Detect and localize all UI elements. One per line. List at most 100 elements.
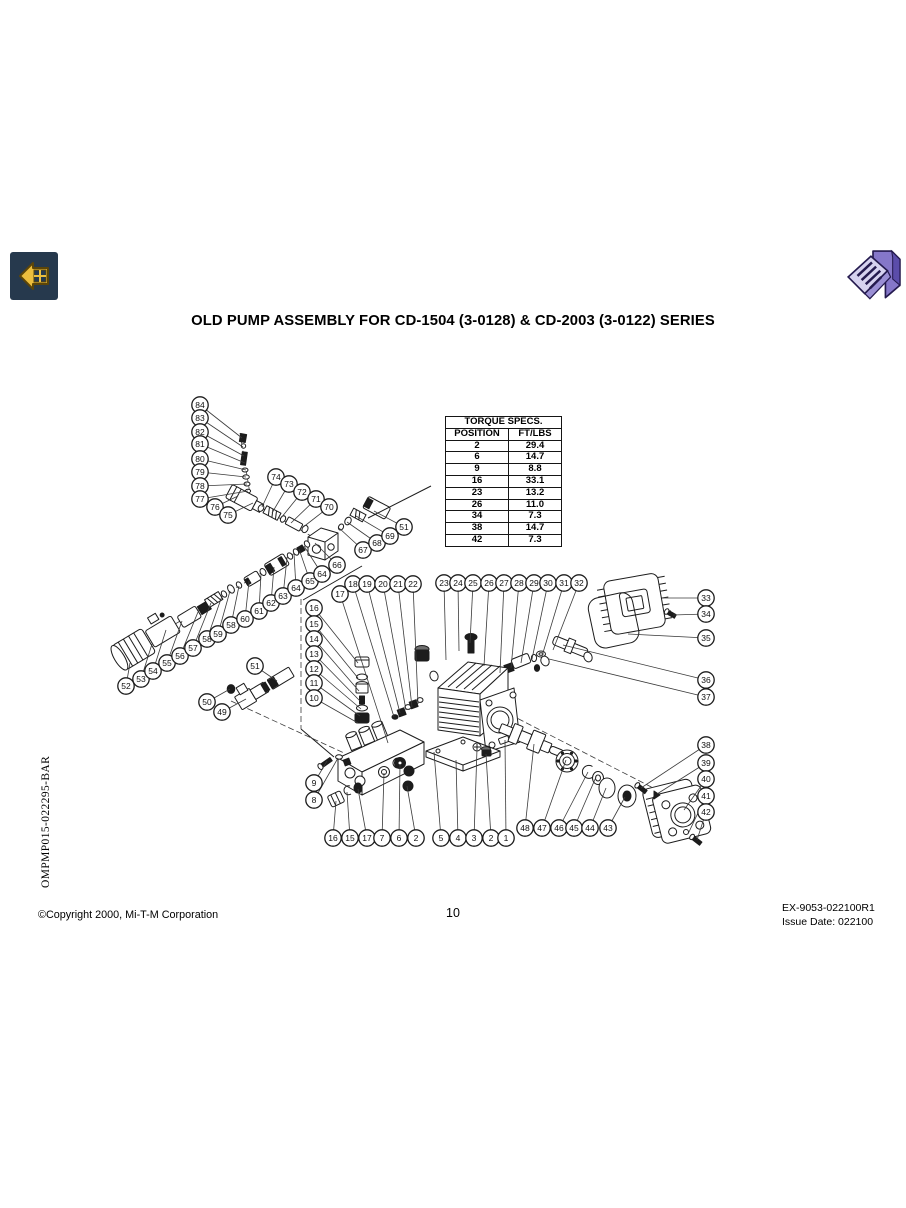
svg-text:48: 48: [520, 823, 530, 833]
callout-64: 64: [314, 566, 330, 582]
callout-38: 38: [698, 737, 714, 753]
svg-text:42: 42: [701, 807, 711, 817]
cover-screws: [473, 735, 510, 756]
callout-76: 76: [207, 499, 223, 515]
svg-text:60: 60: [240, 614, 250, 624]
svg-text:24: 24: [453, 578, 463, 588]
callout-44: 44: [582, 820, 598, 836]
svg-text:73: 73: [284, 479, 294, 489]
svg-text:35: 35: [701, 633, 711, 643]
bearing-cover: [642, 776, 712, 846]
svg-text:54: 54: [148, 666, 158, 676]
callout-22: 22: [405, 576, 421, 592]
svg-text:50: 50: [202, 697, 212, 707]
head-plug: [465, 634, 477, 654]
svg-text:61: 61: [254, 606, 264, 616]
callout-75: 75: [220, 507, 236, 523]
callout-16: 16: [306, 600, 322, 616]
callout-72: 72: [294, 484, 310, 500]
svg-text:12: 12: [309, 664, 319, 674]
svg-text:78: 78: [195, 481, 205, 491]
callout-21: 21: [390, 576, 406, 592]
callout-32: 32: [571, 575, 587, 591]
callout-2: 2: [483, 830, 499, 846]
callout-7: 7: [374, 830, 390, 846]
callout-41: 41: [698, 788, 714, 804]
svg-text:18: 18: [348, 579, 358, 589]
print-button[interactable]: [844, 247, 902, 309]
svg-text:84: 84: [195, 400, 205, 410]
page-number: 10: [446, 906, 460, 920]
svg-text:17: 17: [362, 833, 372, 843]
regulator-chain: [108, 540, 311, 672]
callout-24: 24: [450, 575, 466, 591]
unloader-valve-block: [308, 528, 338, 560]
svg-text:17: 17: [335, 589, 345, 599]
callout-57: 57: [185, 640, 201, 656]
svg-text:15: 15: [309, 619, 319, 629]
callout-17: 17: [359, 830, 375, 846]
svg-text:37: 37: [701, 692, 711, 702]
svg-text:2: 2: [489, 833, 494, 843]
svg-text:21: 21: [393, 579, 403, 589]
torque-table-title: TORQUE SPECS.: [445, 416, 562, 429]
callout-30: 30: [540, 575, 556, 591]
svg-text:46: 46: [554, 823, 564, 833]
svg-text:10: 10: [309, 693, 319, 703]
svg-text:31: 31: [559, 578, 569, 588]
svg-text:38: 38: [701, 740, 711, 750]
callout-51: 51: [247, 658, 263, 674]
callout-40: 40: [698, 771, 714, 787]
svg-text:63: 63: [278, 591, 288, 601]
svg-text:43: 43: [603, 823, 613, 833]
svg-text:2: 2: [414, 833, 419, 843]
callout-47: 47: [534, 820, 550, 836]
svg-text:70: 70: [324, 502, 334, 512]
callout-8: 8: [306, 792, 322, 808]
svg-text:25: 25: [468, 578, 478, 588]
svg-text:56: 56: [175, 651, 185, 661]
callout-5: 5: [433, 830, 449, 846]
callout-67: 67: [355, 542, 371, 558]
svg-text:75: 75: [223, 510, 233, 520]
svg-text:65: 65: [305, 576, 315, 586]
svg-text:47: 47: [537, 823, 547, 833]
callout-46: 46: [551, 820, 567, 836]
callout-78: 78: [192, 478, 208, 494]
callout-54: 54: [145, 663, 161, 679]
svg-text:62: 62: [266, 598, 276, 608]
svg-text:14: 14: [309, 634, 319, 644]
svg-text:76: 76: [210, 502, 220, 512]
svg-text:27: 27: [499, 578, 509, 588]
callout-51: 51: [396, 519, 412, 535]
document-code-vertical: OMPMP015-022295-BAR: [40, 755, 52, 888]
svg-text:39: 39: [701, 758, 711, 768]
svg-text:58: 58: [202, 634, 212, 644]
svg-text:59: 59: [213, 629, 223, 639]
callout-81: 81: [192, 436, 208, 452]
svg-text:77: 77: [195, 494, 205, 504]
svg-text:15: 15: [345, 833, 355, 843]
callout-70: 70: [321, 499, 337, 515]
inlet-plug: [415, 646, 439, 683]
svg-text:13: 13: [309, 649, 319, 659]
svg-text:28: 28: [514, 578, 524, 588]
svg-text:36: 36: [701, 675, 711, 685]
callout-36: 36: [698, 672, 714, 688]
callout-33: 33: [698, 590, 714, 606]
home-button[interactable]: [10, 252, 58, 300]
svg-text:79: 79: [195, 467, 205, 477]
torque-col-ftlbs: FT/LBS: [508, 427, 562, 441]
callout-17: 17: [332, 586, 348, 602]
svg-text:69: 69: [385, 531, 395, 541]
unloader-outlet-parts: [337, 486, 431, 531]
